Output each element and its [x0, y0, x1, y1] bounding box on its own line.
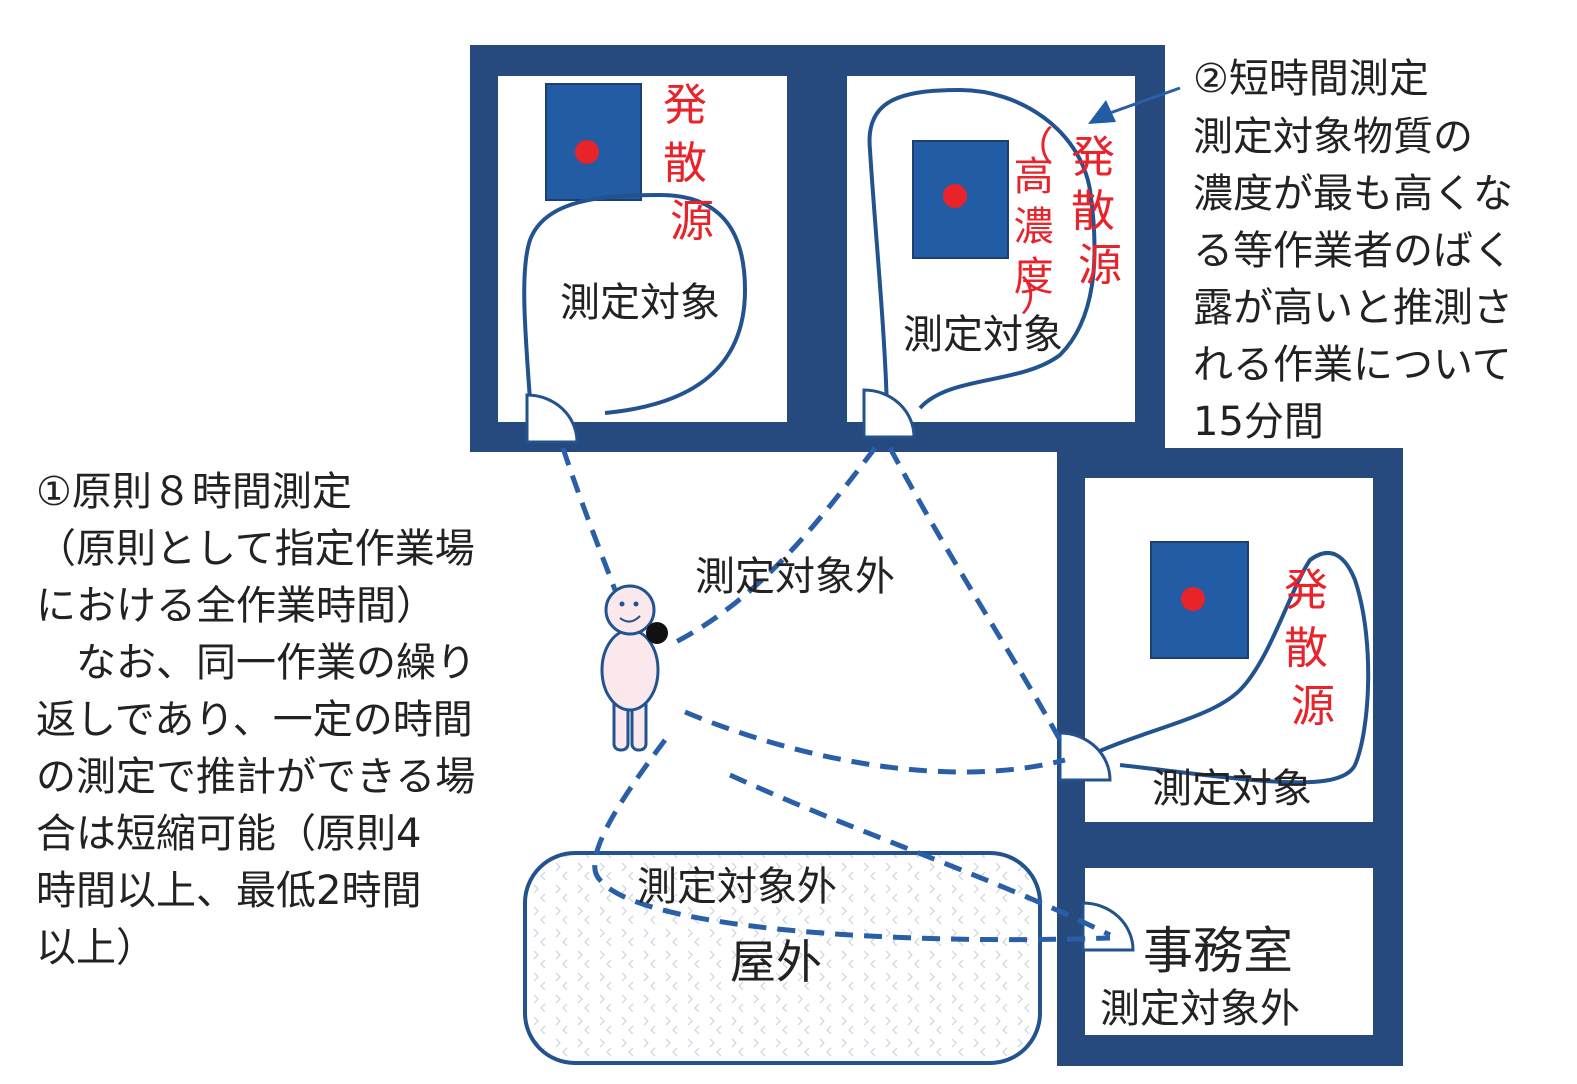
room-1 — [498, 76, 787, 422]
full-shift-measurement-note: ①原則８時間測定 （原則として指定作業場 における全作業時間） なお、同一作業の… — [36, 469, 489, 971]
emission-source-2 — [912, 140, 1009, 259]
emission-source-3 — [1150, 541, 1249, 659]
sampler-icon — [646, 622, 668, 644]
measurement-zone-2 — [867, 87, 1097, 411]
door-office — [1081, 901, 1135, 952]
worker-paths — [560, 446, 1112, 943]
door-room-1 — [525, 393, 579, 444]
outdoor-zone-label: 測定対象外 — [637, 864, 837, 910]
office-zone-label: 測定対象外 — [1100, 986, 1300, 1032]
room2-source-label: 発 散 源 — [1071, 132, 1129, 291]
outdoor-title: 屋外 — [730, 935, 822, 989]
measurement-zone-3 — [1079, 550, 1371, 785]
worker-figure — [600, 584, 668, 752]
source-dot — [943, 184, 967, 208]
emission-source-1 — [545, 83, 642, 201]
source-dot — [575, 140, 599, 164]
source-dot — [1181, 587, 1205, 611]
corridor-label: 測定対象外 — [695, 554, 895, 600]
door-room-2 — [862, 388, 916, 439]
callout-arrow — [1088, 86, 1181, 124]
room1-source-label: 発 散 源 — [663, 80, 721, 247]
office-title: 事務室 — [1143, 922, 1293, 980]
room2-high-concentration-label: （ 高 濃 度 ） — [1014, 124, 1067, 320]
room2-zone-label: 測定対象 — [903, 312, 1063, 358]
room3-source-label: 発 散 源 — [1284, 565, 1342, 732]
measurement-zone-1 — [522, 192, 748, 415]
outdoor-area — [523, 851, 1042, 1065]
room3-zone-label: 測定対象 — [1152, 766, 1312, 812]
room1-zone-label: 測定対象 — [560, 280, 720, 326]
short-term-measurement-note: ②短時間測定 測定対象物質の 濃度が最も高くな る等作業者のばく 露が高いと推測… — [1193, 56, 1526, 445]
door-room-3 — [1058, 731, 1112, 782]
